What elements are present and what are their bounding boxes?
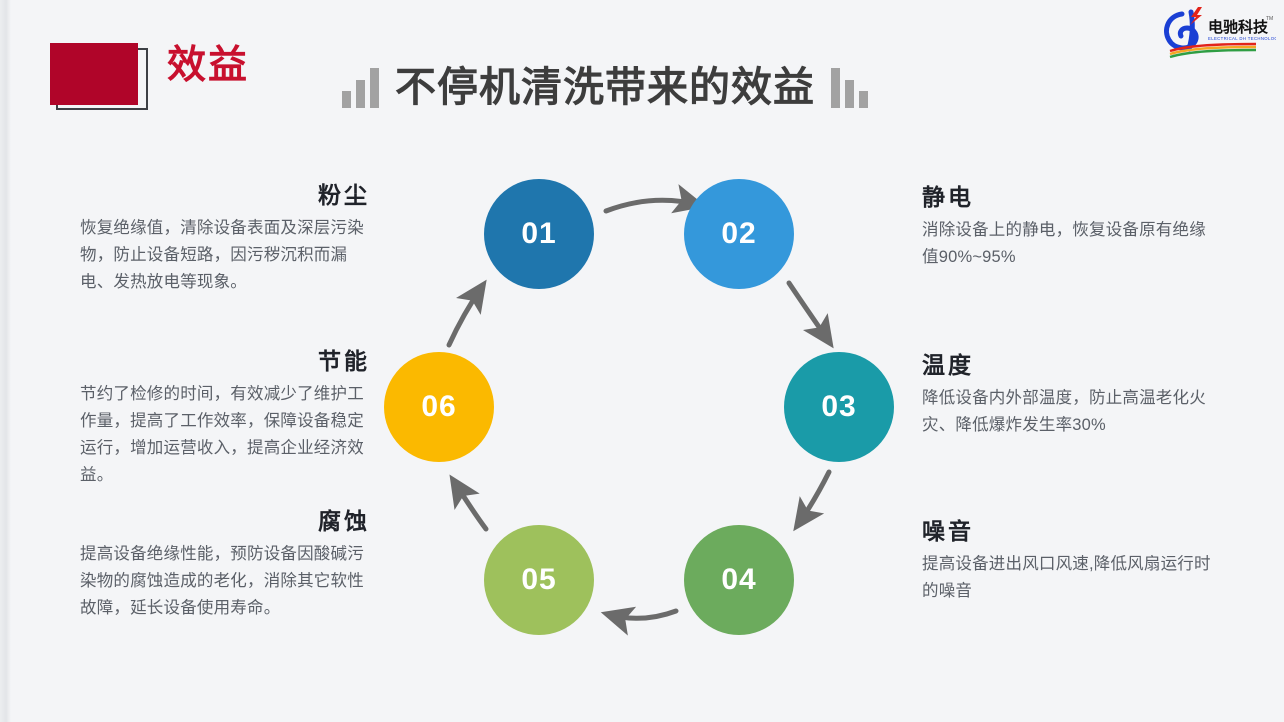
benefit-heading-static: 静电 [922, 184, 974, 210]
cycle-node-04[interactable]: 04 [684, 525, 794, 635]
cycle-node-06[interactable]: 06 [384, 352, 494, 462]
benefit-heading-energy: 节能 [318, 348, 370, 374]
cycle-node-02-label: 02 [721, 217, 757, 250]
benefit-heading-dust: 粉尘 [318, 182, 370, 208]
benefit-block-dust: 粉尘 恢复绝缘值，清除设备表面及深层污染物，防止设备短路，因污秽沉积而漏电、发热… [80, 182, 370, 296]
cycle-node-03[interactable]: 03 [784, 352, 894, 462]
benefit-body-dust: 恢复绝缘值，清除设备表面及深层污染物，防止设备短路，因污秽沉积而漏电、发热放电等… [80, 219, 364, 291]
cycle-node-03-label: 03 [821, 390, 857, 423]
benefit-heading-temperature: 温度 [922, 352, 974, 378]
benefit-block-static: 静电 消除设备上的静电，恢复设备原有绝缘值90%~95% [922, 184, 1212, 271]
benefit-block-corrosion: 腐蚀 提高设备绝缘性能，预防设备因酸碱污染物的腐蚀造成的老化，消除其它软性故障，… [80, 508, 370, 622]
benefit-body-noise: 提高设备进出风口风速,降低风扇运行时的噪音 [922, 555, 1211, 601]
benefit-body-temperature: 降低设备内外部温度，防止高温老化火灾、降低爆炸发生率30% [922, 389, 1206, 435]
cycle-node-04-label: 04 [721, 563, 757, 596]
cycle-node-05[interactable]: 05 [484, 525, 594, 635]
logo-tm-text: TM [1266, 16, 1273, 22]
title-group: 不停机清洗带来的效益 [342, 66, 868, 108]
benefit-body-corrosion: 提高设备绝缘性能，预防设备因酸碱污染物的腐蚀造成的老化，消除其它软性故障，延长设… [80, 545, 364, 617]
cycle-node-06-label: 06 [421, 390, 457, 423]
cycle-node-01-label: 01 [521, 217, 557, 250]
cycle-node-01[interactable]: 01 [484, 179, 594, 289]
dianchi-technology-logo: 电驰科技 ELECTRICAL DH TECHNOLOGY TM [1158, 4, 1276, 60]
cycle-node-02[interactable]: 02 [684, 179, 794, 289]
benefit-heading-corrosion: 腐蚀 [318, 508, 370, 534]
cycle-node-05-label: 05 [521, 563, 557, 596]
logo-en-text: ELECTRICAL DH TECHNOLOGY [1208, 36, 1276, 41]
logo-cn-text: 电驰科技 [1208, 18, 1269, 36]
left-edge-shade [0, 0, 11, 722]
header-red-square [50, 43, 138, 105]
benefit-body-static: 消除设备上的静电，恢复设备原有绝缘值90%~95% [922, 221, 1206, 267]
bar-chart-descending-icon [831, 66, 868, 108]
benefit-block-noise: 噪音 提高设备进出风口风速,降低风扇运行时的噪音 [922, 518, 1212, 605]
benefit-heading-noise: 噪音 [922, 518, 974, 544]
benefit-body-energy: 节约了检修的时间，有效减少了维护工作量，提高了工作效率，保障设备稳定运行，增加运… [80, 385, 364, 484]
section-label: 效益 [167, 44, 250, 87]
bar-chart-ascending-icon [342, 66, 379, 108]
benefit-block-energy: 节能 节约了检修的时间，有效减少了维护工作量，提高了工作效率，保障设备稳定运行，… [80, 348, 370, 488]
benefit-block-temperature: 温度 降低设备内外部温度，防止高温老化火灾、降低爆炸发生率30% [922, 352, 1212, 439]
page-title: 不停机清洗带来的效益 [395, 63, 815, 110]
